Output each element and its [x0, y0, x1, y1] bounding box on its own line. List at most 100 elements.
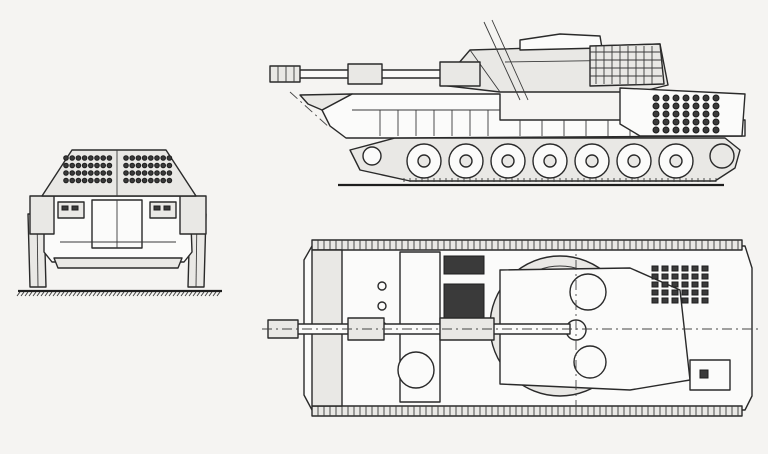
- top-driver-periscope-1: [377, 281, 387, 291]
- ground-hatch: [56, 291, 61, 297]
- armor-cell: [81, 155, 88, 161]
- ground-hatch: [152, 291, 157, 297]
- vent-cell: [671, 297, 679, 304]
- front-left-skirt: [29, 195, 55, 235]
- ground-hatch: [108, 291, 113, 297]
- vent-cell: [701, 265, 709, 272]
- vent-cell: [661, 265, 669, 272]
- armor-cell: [652, 118, 660, 126]
- armor-cell: [702, 118, 710, 126]
- armor-cell: [682, 110, 690, 118]
- armor-cell: [106, 162, 113, 169]
- armor-cell: [160, 170, 166, 176]
- armor-cell: [63, 177, 69, 184]
- vent-cell: [651, 281, 659, 288]
- ground-hatch: [132, 291, 137, 297]
- ground-hatch: [64, 291, 69, 297]
- vent-cell: [691, 273, 699, 280]
- armor-cell: [135, 170, 142, 176]
- armor-cell: [94, 170, 100, 176]
- armor-cell: [88, 162, 94, 169]
- vent-cell: [701, 281, 709, 288]
- vent-cell: [691, 297, 699, 304]
- ground-hatch: [84, 291, 89, 297]
- top-commander-hatch: [569, 273, 607, 311]
- vent-cell: [691, 289, 699, 296]
- ground-hatch: [32, 291, 37, 297]
- ground-hatch: [76, 291, 81, 297]
- top-upper-track: [311, 239, 743, 251]
- ground-hatch: [60, 291, 65, 297]
- ground-hatch: [216, 291, 221, 297]
- armor-cell: [652, 126, 660, 134]
- armor-cell: [662, 118, 670, 126]
- armor-cell: [135, 162, 142, 169]
- vent-cell: [681, 265, 689, 272]
- side-antenna-2: [491, 19, 529, 101]
- road-wheel-hub: [501, 154, 515, 168]
- armor-cell: [166, 170, 173, 176]
- armor-cell: [166, 177, 173, 184]
- top-view: [262, 239, 760, 420]
- armor-cell: [166, 162, 173, 169]
- side-road-wheels: [362, 143, 735, 179]
- top-driver-periscope-2: [377, 301, 387, 311]
- ground-hatch: [24, 291, 29, 297]
- ground-hatch: [92, 291, 97, 297]
- armor-cell: [94, 162, 100, 169]
- vent-cell: [691, 281, 699, 288]
- ground-hatch: [176, 291, 181, 297]
- armor-cell: [148, 170, 154, 176]
- armor-cell: [712, 94, 720, 102]
- armor-cell: [154, 162, 160, 169]
- armor-cell: [141, 162, 148, 169]
- ground-hatch: [72, 291, 77, 297]
- side-main-gun: [269, 61, 481, 87]
- ground-hatch: [20, 291, 25, 297]
- armor-cell: [94, 177, 100, 184]
- ground-hatch: [204, 291, 209, 297]
- ground-hatch: [200, 291, 205, 297]
- armor-cell: [100, 162, 106, 169]
- ground-hatch: [80, 291, 85, 297]
- armor-cell: [100, 155, 106, 161]
- armor-cell: [148, 177, 154, 184]
- ground-hatch: [164, 291, 169, 297]
- top-engine-deck-grid: [651, 265, 709, 304]
- armor-cell: [69, 162, 75, 169]
- armor-cell: [123, 177, 129, 184]
- ground-hatch: [148, 291, 153, 297]
- armor-cell: [662, 102, 670, 110]
- side-track-links: [403, 178, 717, 182]
- vent-cell: [671, 273, 679, 280]
- armor-cell: [160, 162, 166, 169]
- top-track-links: [317, 240, 739, 416]
- road-wheel-hub: [543, 154, 557, 168]
- ground-hatch: [48, 291, 53, 297]
- armor-cell: [94, 155, 100, 161]
- armor-cell: [135, 155, 142, 161]
- ground-hatch: [112, 291, 117, 297]
- armor-cell: [682, 102, 690, 110]
- armor-cell: [692, 110, 700, 118]
- ground-hatch: [196, 291, 201, 297]
- ground-hatch: [88, 291, 93, 297]
- armor-cell: [63, 170, 69, 176]
- armor-cell: [712, 126, 720, 134]
- front-turret-armor-grid: [63, 155, 173, 184]
- ground-hatch: [40, 291, 45, 297]
- top-lower-track: [311, 405, 743, 417]
- armor-cell: [75, 177, 82, 184]
- vent-cell: [651, 297, 659, 304]
- ground-hatch: [44, 291, 49, 297]
- armor-cell: [692, 102, 700, 110]
- ground-hatch: [188, 291, 193, 297]
- armor-cell: [75, 162, 82, 169]
- vent-cell: [701, 289, 709, 296]
- ground-hatch: [124, 291, 129, 297]
- ground-hatch: [212, 291, 217, 297]
- ground-hatch: [52, 291, 57, 297]
- armor-cell: [88, 170, 94, 176]
- armor-cell: [672, 94, 680, 102]
